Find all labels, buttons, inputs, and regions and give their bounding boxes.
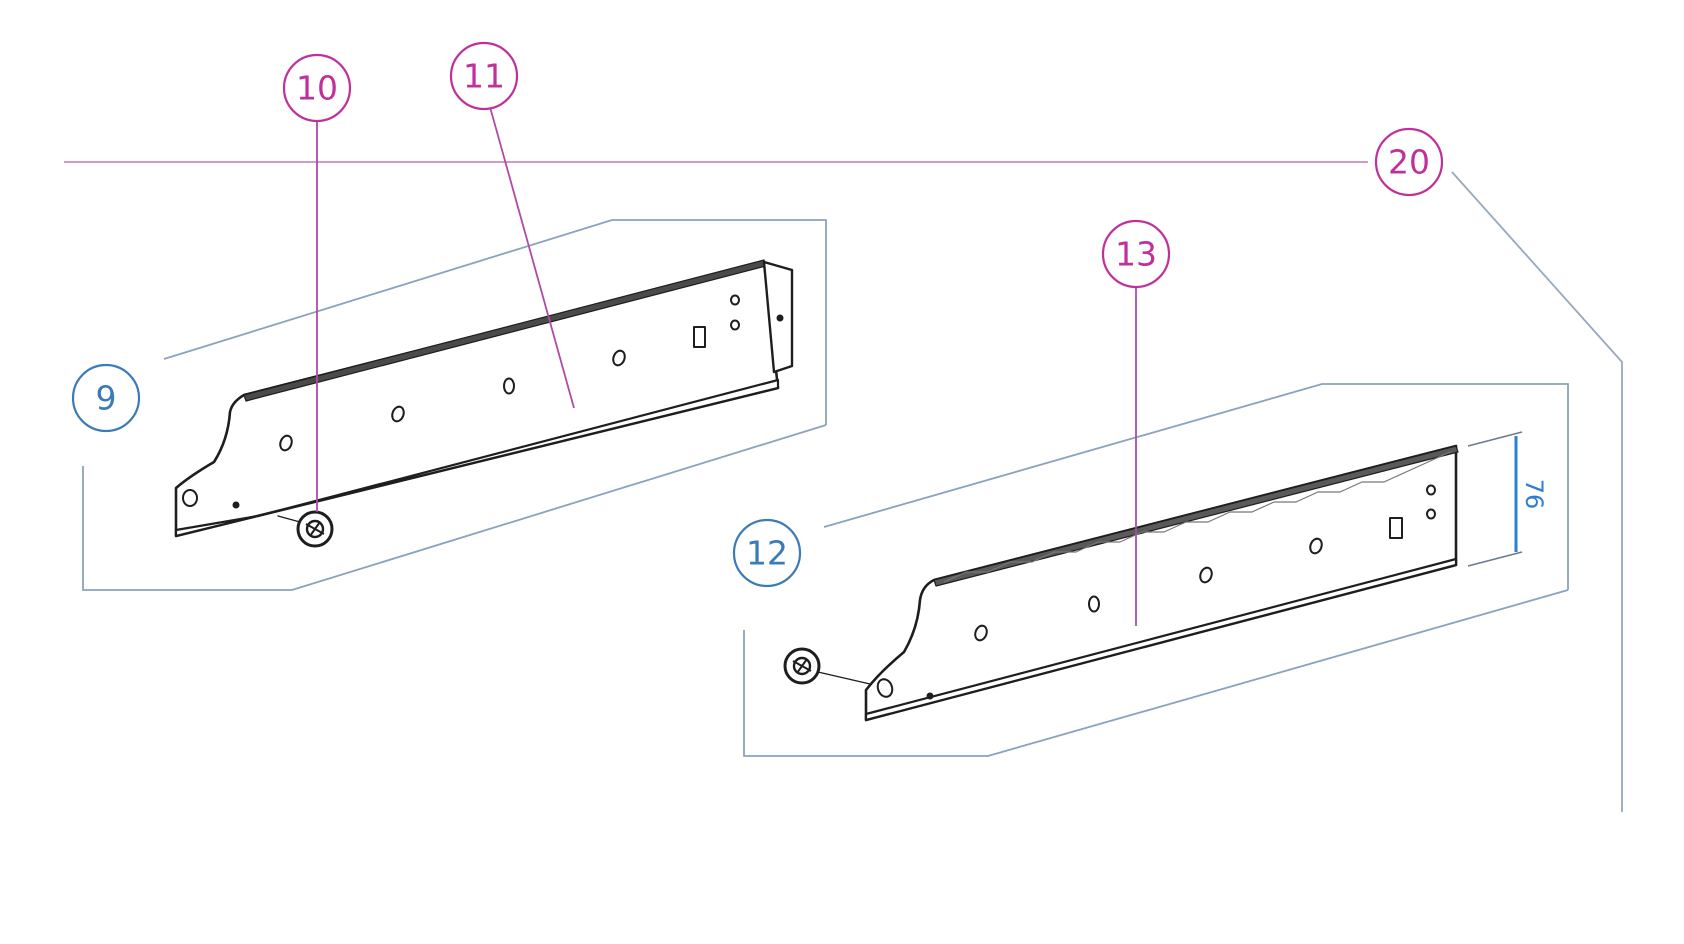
- right-rail-serration: [943, 451, 1451, 583]
- dimension-extension-top: [1467, 431, 1523, 447]
- rail-hole: [1426, 484, 1436, 496]
- callout-circle: [282, 53, 352, 123]
- callout-12: 12: [732, 518, 802, 588]
- left-rail-bottom-lip: [174, 378, 780, 538]
- rail-dot: [232, 501, 240, 509]
- callout-circle: [71, 363, 141, 433]
- assembly-frames: [64, 161, 1623, 812]
- callout-label: 13: [1115, 235, 1157, 274]
- callout-label: 10: [296, 69, 338, 108]
- right-drawer-slide-rail: [817, 444, 1459, 722]
- rail-hole: [1199, 566, 1213, 584]
- left-rail-plate: [174, 260, 780, 538]
- rail-hole: [612, 349, 626, 367]
- frame-group-12-bottom: [743, 589, 1569, 757]
- left-rail-holes: [182, 294, 784, 509]
- left-screw-guide: [277, 515, 301, 523]
- dimension-label: 76: [1520, 479, 1548, 510]
- right-rail-bottom-lip: [864, 557, 1458, 722]
- rail-hole: [182, 489, 198, 507]
- rail-hole: [1088, 595, 1100, 613]
- frame-group-9-top: [163, 219, 827, 425]
- left-mounting-screw: [296, 510, 334, 548]
- callout-circle: [1374, 127, 1444, 197]
- callout-11: 11: [449, 41, 519, 111]
- leader-line-11: [489, 106, 575, 409]
- frame-group-9-bottom: [82, 424, 827, 591]
- callout-circle: [732, 518, 802, 588]
- right-rail-holes: [876, 484, 1436, 700]
- dimension-extension-bottom: [1467, 551, 1523, 567]
- screw-slot: [792, 658, 812, 674]
- right-rail-top-edge: [933, 445, 1459, 587]
- rail-slot: [1389, 517, 1403, 539]
- callout-label: 11: [463, 57, 505, 96]
- callout-13: 13: [1101, 219, 1171, 289]
- rail-hole: [279, 434, 293, 452]
- rail-slot: [693, 326, 706, 348]
- rail-hole: [876, 678, 894, 698]
- callout-circle: [449, 41, 519, 111]
- rail-hole: [1309, 537, 1323, 555]
- callout-9: 9: [71, 363, 141, 433]
- screw-recess: [792, 656, 812, 676]
- rail-hole: [1426, 508, 1436, 520]
- screw-slot: [305, 521, 325, 537]
- screw-recess: [305, 519, 325, 539]
- callout-label: 20: [1388, 143, 1430, 182]
- callout-circle: [1101, 219, 1171, 289]
- callout-leaders: [316, 106, 1137, 626]
- callout-20: 20: [1374, 127, 1444, 197]
- right-rail-plate: [864, 444, 1458, 722]
- height-dimension: 76: [1467, 431, 1548, 567]
- callout-label: 9: [96, 379, 117, 418]
- rail-dot: [926, 692, 934, 700]
- rail-hole: [730, 294, 740, 306]
- leader-line-20-down: [1451, 171, 1623, 812]
- rail-hole: [730, 319, 740, 331]
- right-mounting-screw: [783, 647, 821, 685]
- right-screw-guide: [817, 671, 871, 685]
- rail-hole: [503, 377, 515, 395]
- rail-hole: [391, 405, 405, 423]
- callout-10: 10: [282, 53, 352, 123]
- rail-dot: [776, 314, 784, 322]
- left-drawer-slide-rail: [174, 259, 794, 538]
- rail-hole: [974, 624, 988, 642]
- frame-group-12-top: [823, 383, 1569, 590]
- callout-label: 12: [746, 534, 788, 573]
